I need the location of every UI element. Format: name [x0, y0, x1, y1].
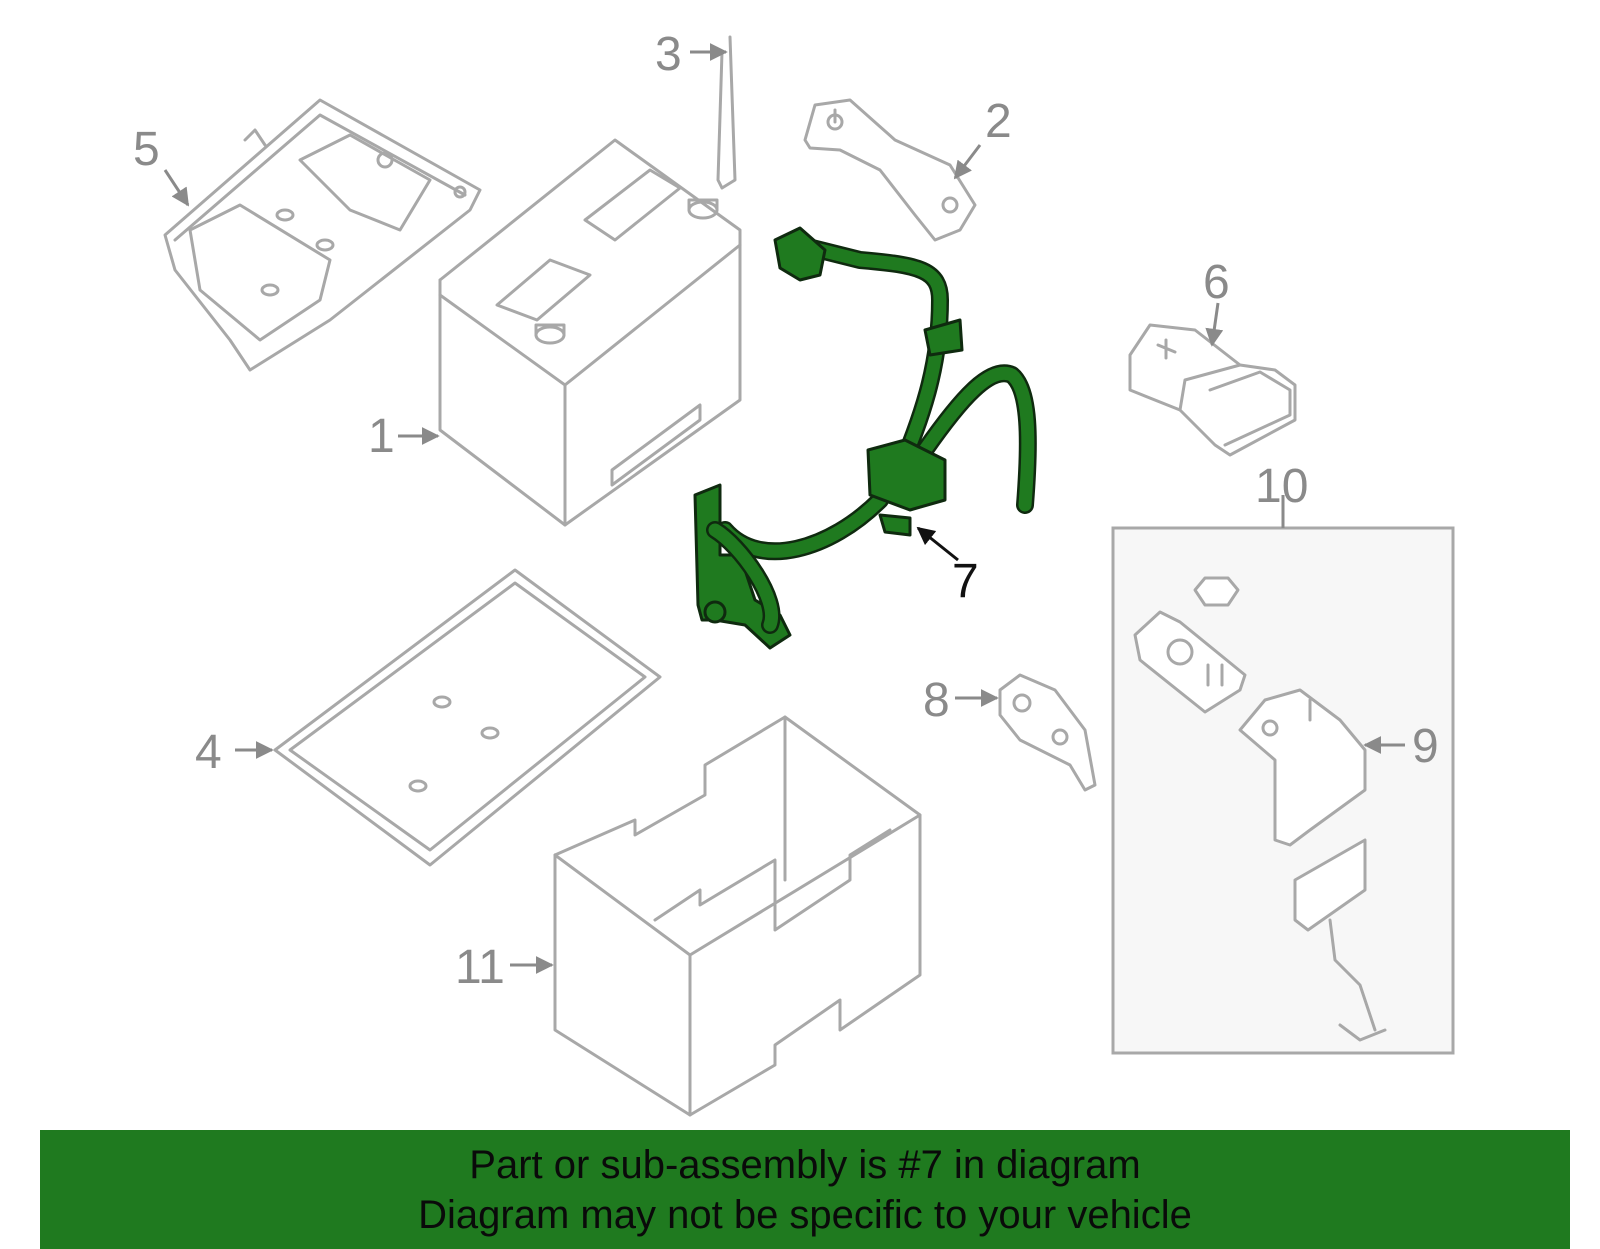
banner-line-part-number: Part or sub-assembly is #7 in diagram [469, 1143, 1141, 1187]
callout-2: 2 [985, 95, 1012, 148]
callout-6: 6 [1203, 256, 1230, 309]
callout-11: 11 [455, 941, 505, 994]
callout-1: 1 [368, 410, 395, 463]
part-4-battery-tray-pad [273, 568, 662, 867]
callout-5: 5 [133, 123, 160, 176]
notice-banner: Part or sub-assembly is #7 in diagram Di… [40, 1130, 1570, 1249]
callout-labels: 1 2 3 4 5 6 7 8 9 10 11 [133, 28, 1439, 994]
callout-8: 8 [923, 674, 950, 727]
part-8-bracket [998, 673, 1097, 792]
callout-4: 4 [195, 726, 222, 779]
callout-9: 9 [1412, 720, 1439, 773]
banner-line-disclaimer: Diagram may not be specific to your vehi… [418, 1193, 1192, 1237]
part-11-battery-box [553, 715, 922, 1117]
callout-3: 3 [655, 28, 682, 81]
callout-7-highlighted: 7 [952, 555, 979, 608]
part-5-battery-tray-bracket [163, 98, 482, 372]
callout-leaders [163, 43, 1405, 974]
callout-10: 10 [1255, 460, 1308, 513]
part-6-terminal-cover [1128, 323, 1297, 457]
part-1-battery [438, 138, 742, 527]
part-10-terminal-assembly-group [1111, 495, 1455, 1055]
part-2-clamp-bracket [803, 98, 977, 242]
part-7-battery-cable-highlighted [693, 226, 1037, 650]
parts-diagram: 1 2 3 4 5 6 7 8 9 10 11 [133, 28, 1455, 1117]
part-3-hold-down-rod [716, 35, 737, 190]
